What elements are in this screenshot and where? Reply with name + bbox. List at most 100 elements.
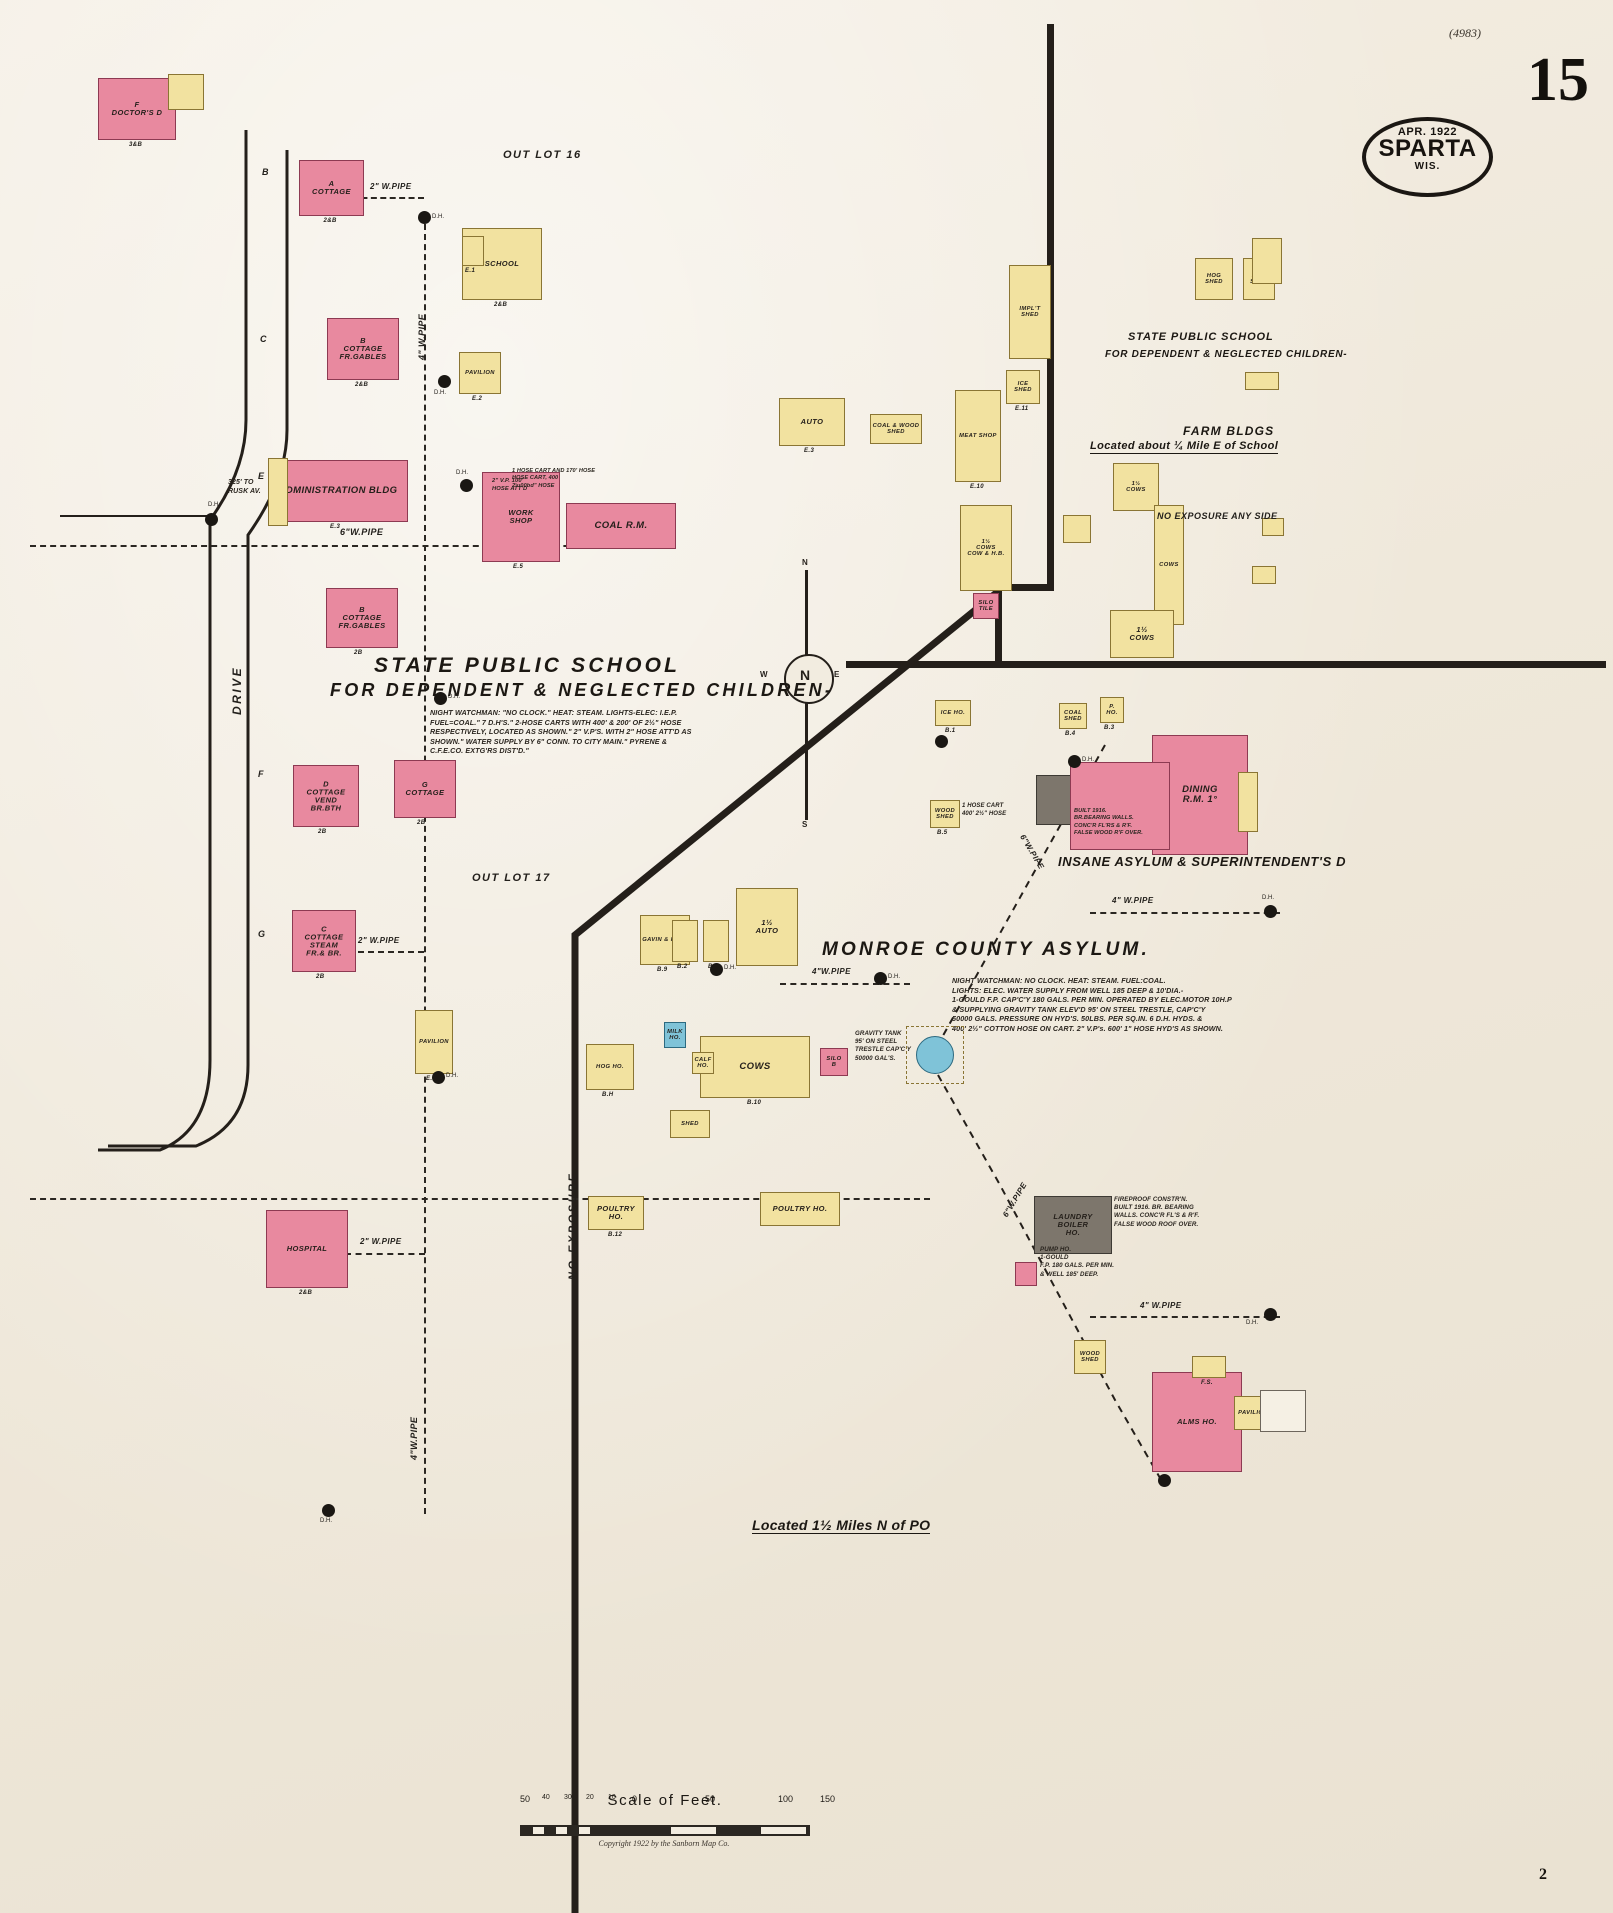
water-pipe-2in-mid (348, 951, 424, 953)
building-label: B COTTAGE FR.GABLES (338, 605, 386, 630)
pipe-label-4in-vert-low: 4"W.PIPE (409, 1416, 419, 1460)
scale-tick-50: 50 (520, 1794, 531, 1804)
compass-circle (784, 654, 834, 704)
building-label: WORK SHOP (508, 508, 534, 525)
building-sublabel: 2&B (355, 382, 369, 388)
hydrant-label: D.H. (446, 1073, 458, 1079)
pipe-label-6in-diag2: 6"W.PIPE (1000, 1180, 1029, 1219)
hydrant-dot (438, 375, 451, 388)
compass-n: N (802, 558, 808, 567)
building-sublabel: 2B (316, 974, 325, 980)
building-cottage-b: B COTTAGE FR.GABLES (327, 318, 399, 380)
building-asylum-left (1070, 762, 1170, 850)
label-drive: DRIVE (230, 665, 244, 715)
compass-s: S (802, 820, 808, 829)
title-monroe-county-asylum: MONROE COUNTY ASYLUM. (822, 939, 1150, 960)
scale-bar (520, 1825, 810, 1836)
building-label: D COTTAGE VEND BR.BTH (306, 779, 346, 812)
building-label: COAL & WOOD SHED (872, 422, 920, 435)
building-label: POULTRY HO. (597, 1204, 635, 1221)
building-sublabel: B.5 (937, 830, 948, 836)
building-label: SILO TILE (978, 599, 994, 612)
building-sublabel: E.5 (513, 564, 524, 570)
hydrant-label: D.H. (434, 390, 446, 396)
building-auto-barn: 1½ AUTO (736, 888, 798, 966)
sheet-number: 15 (1527, 46, 1589, 114)
building-label: AUTO (800, 417, 824, 427)
building-sublabel: 2&B (299, 1290, 313, 1296)
hydrant-label: D.H. (1082, 757, 1094, 763)
building-work-shop: WORK SHOP (482, 472, 560, 562)
building-pavilion-1: PAVILION (459, 352, 501, 394)
plate-code: (4983) (1449, 26, 1481, 40)
water-pipe-4in-asylum (780, 983, 910, 985)
building-label: PAVILION (419, 1038, 449, 1045)
building-sublabel: B.3 (1104, 725, 1115, 731)
building-cottage-d: D COTTAGE VEND BR.BTH (293, 765, 359, 827)
building-doctors-d-2 (168, 74, 204, 110)
water-pipe-6in-main (30, 545, 670, 547)
building-label: SCHOOL (484, 259, 520, 269)
building-silo-1: SILO TILE (973, 593, 999, 619)
building-sublabel: 2&B (323, 218, 337, 224)
building-sublabel: E.3 (804, 448, 815, 454)
scale-tick-0: 0 (632, 1794, 638, 1804)
gravity-tank-outline (906, 1026, 964, 1084)
building-wood-shed-b5: WOOD SHED (930, 800, 960, 828)
hydrant-dot (322, 1504, 335, 1517)
building-poultry-1: POULTRY HO. (588, 1196, 644, 1230)
building-poultry-2: POULTRY HO. (760, 1192, 840, 1226)
building-wood-shed-bl: WOOD SHED (1074, 1340, 1106, 1374)
building-sublabel: B.1 (945, 728, 956, 734)
building-label: B COTTAGE FR.GABLES (339, 336, 387, 361)
hydrant-dot (205, 513, 218, 526)
water-pipe-asylum-long (30, 1198, 930, 1200)
building-label: COWS (1159, 561, 1179, 568)
pipe-label-2in-low: 2" W.PIPE (360, 1237, 402, 1246)
label-no-exposure-any-side: NO EXPOSURE ANY SIDE (1157, 511, 1278, 521)
title-insane-asylum: INSANE ASYLUM & SUPERINTENDENT'S D (1058, 854, 1347, 869)
building-sublabel: F.S. (1201, 1380, 1213, 1386)
hydrant-label: D.H. (1262, 895, 1274, 901)
note-pump-house: PUMP HO. 1-GOULD F.P. 180 GALS. PER MIN.… (1040, 1246, 1115, 1278)
building-label: HOSPITAL (286, 1244, 328, 1254)
note-gravity-tank: GRAVITY TANK 95' ON STEEL TRESTLE CAP'C'… (855, 1030, 912, 1062)
title-farm-bldgs: FARM BLDGS (1183, 424, 1275, 438)
building-label: ICE HO. (940, 709, 966, 716)
label-located-miles-n-of-po: Located 1½ Miles N of PO (752, 1517, 931, 1534)
scale-title: Scale of Feet. (607, 1792, 723, 1809)
building-alms-ho: ALMS HO. (1152, 1372, 1242, 1472)
note-vp-hose: 2" V.P. 100' HOSE ATT'D (492, 478, 528, 492)
building-coal-rm: COAL R.M. (566, 503, 676, 549)
building-coal-wood: COAL & WOOD SHED (870, 414, 922, 444)
building-label: PAVILION (465, 369, 495, 376)
building-label: SILO B (826, 1055, 842, 1068)
road-jog-horizontal (995, 584, 1054, 591)
building-school-wing (462, 236, 484, 266)
building-sublabel: 2&B (494, 302, 508, 308)
edge-fragment (1260, 1390, 1306, 1432)
building-label: 1½ AUTO (755, 918, 779, 935)
title-cartouche: APR. 1922 SPARTA WIS. (1362, 117, 1493, 197)
building-b8-box (703, 920, 729, 962)
pipe-label-4in-right: 4" W.PIPE (1112, 896, 1154, 905)
building-label: ICE SHED (1014, 380, 1032, 393)
building-asylum-right (1238, 772, 1258, 832)
hydrant-dot (874, 972, 887, 985)
cartouche-city: SPARTA (1378, 135, 1477, 162)
building-cottage-b2: B COTTAGE FR.GABLES (326, 588, 398, 648)
title-state-school-right-sub: FOR DEPENDENT & NEGLECTED CHILDREN- (1105, 349, 1348, 360)
building-sublabel: E.7 (426, 1076, 437, 1082)
hydrant-label: D.H. (724, 965, 736, 971)
building-hog-ho: HOG HO. (586, 1044, 634, 1090)
pipe-label-4in-vert: 4" W.PIPE (417, 313, 427, 360)
building-label: 1½ COWS (1129, 625, 1155, 642)
building-cows-barn-3: 1½ COWS (1110, 610, 1174, 658)
hydrant-dot (418, 211, 431, 224)
note-monroe-asylum: NIGHT WATCHMAN: NO CLOCK. HEAT: STEAM. F… (952, 976, 1232, 1033)
